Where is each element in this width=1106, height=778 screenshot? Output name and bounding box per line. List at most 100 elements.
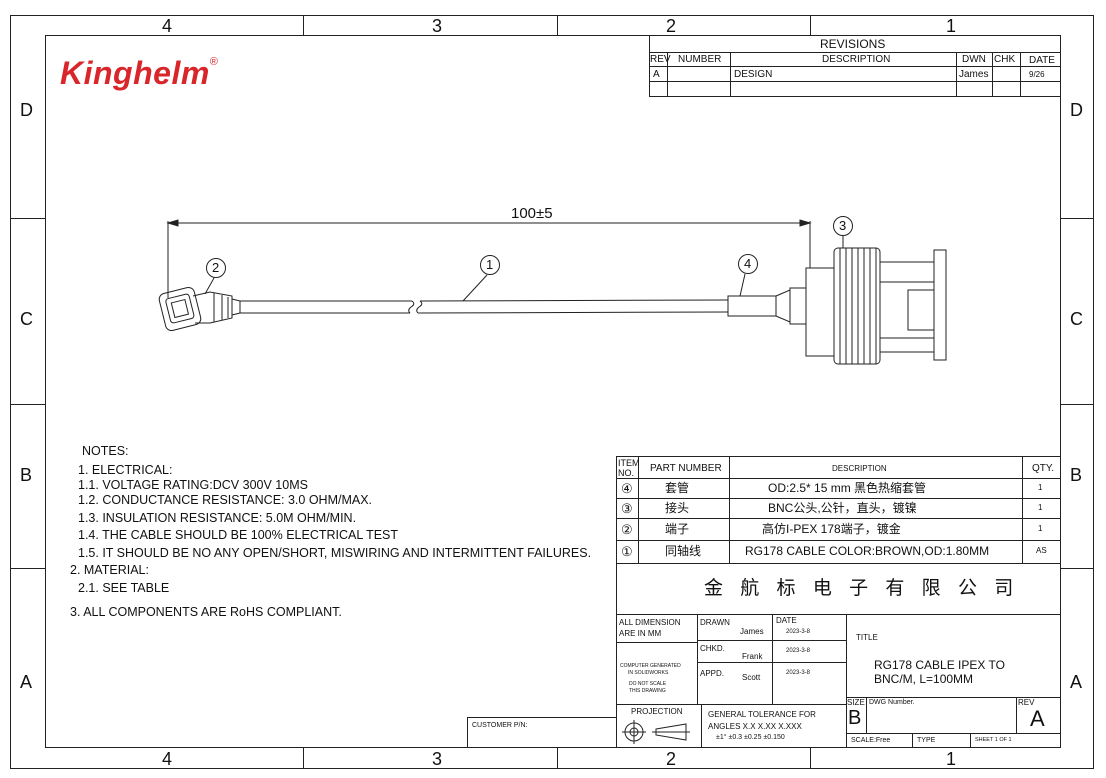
notes-title: NOTES: [82, 444, 129, 458]
dwg-number-label: DWG Number. [869, 699, 915, 706]
row-label-right-b: B [1070, 465, 1083, 485]
note-line: 1.3. INSULATION RESISTANCE: 5.0M OHM/MIN… [78, 511, 357, 525]
drawn-date: 2023-3-8 [786, 629, 811, 635]
appd-name: Scott [742, 673, 761, 682]
bom-row-item: ③ [621, 501, 633, 516]
bom-row-part: 套管 [665, 481, 690, 495]
balloon-3: 3 [839, 218, 847, 233]
row-label-left-d: D [20, 100, 33, 120]
col-label-bottom-2: 2 [666, 749, 677, 769]
tolerance-angles: ANGLES X.X X.XX X.XXX [708, 722, 802, 731]
note-line: 3. ALL COMPONENTS ARE RoHS COMPLIANT. [70, 605, 342, 619]
dwn-header: DWN [962, 54, 986, 65]
note-line: 1.1. VOLTAGE RATING:DCV 300V 10MS [78, 478, 308, 492]
number-header: NUMBER [678, 54, 722, 65]
computer-generated: COMPUTER GENERATED [620, 663, 681, 669]
appd-label: APPD. [700, 669, 725, 678]
drawn-name: James [740, 627, 764, 636]
revision-description: DESIGN [734, 69, 773, 80]
bom-row-qty: 1 [1038, 503, 1043, 512]
bom-row-item: ① [621, 544, 633, 559]
col-label-top-4: 4 [162, 16, 173, 36]
row-label-left-c: C [20, 309, 33, 329]
kinghelm-logo: Kinghelm® [60, 55, 219, 91]
revision-letter: A [1030, 706, 1045, 731]
row-label-right-c: C [1070, 309, 1083, 329]
bom-row-part: 端子 [665, 522, 690, 536]
type-label: TYPE [917, 737, 936, 744]
revision-dwn: James [959, 69, 989, 80]
sheet-number: SHEET 1 OF 1 [975, 737, 1012, 743]
drawn-label: DRAWN [700, 618, 730, 627]
row-label-right-a: A [1070, 672, 1083, 692]
note-line: 1. ELECTRICAL: [78, 463, 173, 477]
note-line: 1.2. CONDUCTANCE RESISTANCE: 3.0 OHM/MAX… [78, 493, 373, 507]
bom-row-description: BNC公头,公针，直头，镀镍 [768, 501, 917, 515]
date-header: DATE [1029, 55, 1055, 66]
projection-symbol-icon [622, 720, 690, 744]
rev-header: REV [650, 54, 671, 65]
note-line: 2. MATERIAL: [70, 563, 149, 577]
bom-row-item: ④ [621, 481, 633, 496]
balloon-4: 4 [744, 256, 752, 271]
title-label: TITLE [856, 633, 878, 642]
bom-description-header: DESCRIPTION [832, 464, 887, 473]
bom-row-qty: 1 [1038, 524, 1043, 533]
revision-date: 9/26 [1029, 70, 1045, 79]
size-label: SIZE [847, 698, 865, 707]
tolerance-values: ±1° ±0.3 ±0.25 ±0.150 [716, 734, 785, 741]
col-label-bottom-3: 3 [432, 749, 443, 769]
row-label-left-b: B [20, 465, 33, 485]
note-line: 1.5. IT SHOULD BE NO ANY OPEN/SHORT, MIS… [78, 546, 592, 560]
company-name: 金 航 标 电 子 有 限 公 司 [704, 578, 1020, 599]
chk-header: CHK [994, 54, 1016, 65]
col-label-top-2: 2 [666, 16, 677, 36]
logo-text: Kinghelm [60, 55, 210, 91]
bom-qty-header: QTY. [1032, 463, 1055, 474]
note-line: 1.4. THE CABLE SHOULD BE 100% ELECTRICAL… [78, 528, 399, 542]
drawing-title-line-1: RG178 CABLE IPEX TO [874, 658, 1005, 672]
do-not-scale: DO NOT SCALE [629, 681, 667, 687]
outer-frame [10, 15, 1094, 769]
registered-mark: ® [209, 56, 219, 68]
chkd-date: 2023-3-8 [786, 648, 811, 654]
all-dimension-label: ALL DIMENSION [619, 618, 681, 627]
col-label-bottom-4: 4 [162, 749, 173, 769]
dimension-length: 100±5 [511, 205, 553, 222]
bom-row-qty: AS [1036, 546, 1047, 555]
appd-date: 2023-3-8 [786, 670, 811, 676]
bom-item-header-2: NO. [618, 468, 635, 478]
scale-label: SCALE:Free [851, 737, 891, 744]
revisions-title: REVISIONS [820, 37, 886, 51]
drawing-title-line-2: BNC/M, L=100MM [874, 672, 974, 686]
bom-row-qty: 1 [1038, 483, 1043, 492]
projection-label: PROJECTION [631, 707, 683, 716]
bom-row-description: 高仿I-PEX 178端子，镀金 [762, 522, 901, 536]
col-label-top-3: 3 [432, 16, 443, 36]
customer-pn-label: CUSTOMER P/N: [472, 722, 528, 729]
bom-row-description: OD:2.5* 15 mm 黑色热缩套管 [768, 481, 927, 495]
rev-label: REV [1018, 698, 1035, 707]
date-label: DATE [776, 616, 797, 625]
chkd-label: CHKD. [700, 644, 725, 653]
bom-part-header: PART NUMBER [650, 463, 722, 474]
inner-frame [45, 35, 1061, 748]
bom-row-description: RG178 CABLE COLOR:BROWN,OD:1.80MM [745, 544, 990, 558]
note-line: 2.1. SEE TABLE [78, 581, 170, 595]
bom-item-header: ITEM [618, 458, 640, 468]
revision-rev: A [653, 69, 660, 80]
in-solidworks: IN SOLIDWORKS [628, 670, 669, 676]
chkd-name: Frank [742, 652, 763, 661]
bom-row-part: 同轴线 [665, 544, 702, 558]
description-header: DESCRIPTION [822, 54, 891, 65]
row-label-left-a: A [20, 672, 33, 692]
col-label-bottom-1: 1 [946, 749, 957, 769]
this-drawing: THIS DRAWING [629, 688, 666, 694]
col-label-top-1: 1 [946, 16, 957, 36]
tolerance-title: GENERAL TOLERANCE FOR [708, 710, 816, 719]
sheet-size: B [848, 707, 862, 729]
bom-row-part: 接头 [665, 501, 690, 515]
balloon-1: 1 [486, 257, 494, 272]
all-dimension-unit: ARE IN MM [619, 629, 662, 638]
